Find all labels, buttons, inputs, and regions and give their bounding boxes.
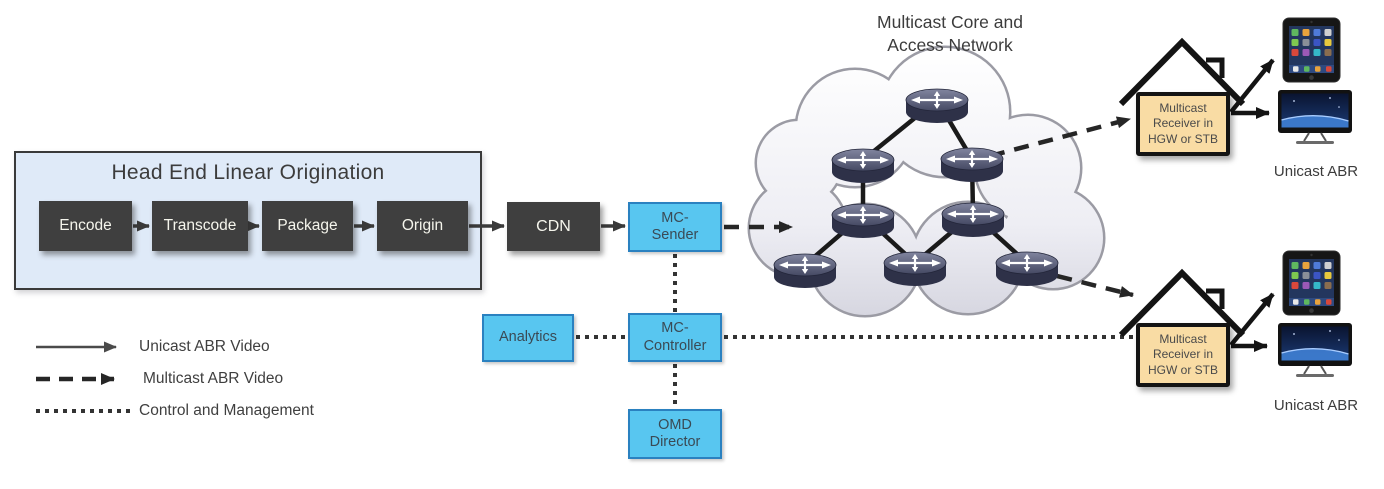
cloud-label: Multicast Core and Access Network	[877, 11, 1023, 55]
multicast-receiver-box: Multicast Receiver in HGW or STB	[1136, 323, 1230, 387]
legend-label-multicast: Multicast ABR Video	[143, 370, 284, 387]
stage-box-package: Package	[262, 201, 353, 251]
unicast-abr-label: Unicast ABR	[1273, 162, 1359, 180]
tv-icon	[1277, 322, 1353, 378]
stage-box-encode: Encode	[39, 201, 132, 251]
stage-box-transcode: Transcode	[152, 201, 248, 251]
arrow-house1-tablet	[1229, 58, 1275, 114]
router-icon	[994, 250, 1060, 288]
multicast-receiver-box: Multicast Receiver in HGW or STB	[1136, 92, 1230, 156]
router-icon	[939, 146, 1005, 184]
legend-label-unicast: Unicast ABR Video	[139, 338, 270, 355]
router-icon	[904, 87, 970, 125]
unicast-abr-label: Unicast ABR	[1273, 396, 1359, 414]
tv-icon	[1277, 89, 1353, 145]
omd-director-box: OMD Director	[628, 409, 722, 459]
tablet-icon	[1282, 250, 1341, 316]
mc-sender-box: MC- Sender	[628, 202, 722, 252]
router-icon	[772, 252, 838, 290]
mc-controller-box: MC- Controller	[628, 313, 722, 362]
tablet-icon	[1282, 17, 1341, 83]
analytics-box: Analytics	[482, 314, 574, 362]
legend-label-control: Control and Management	[139, 402, 314, 419]
stage-box-origin: Origin	[377, 201, 468, 251]
router-icon	[830, 202, 896, 240]
cdn-box: CDN	[507, 202, 600, 251]
arrow-house2-tablet	[1229, 292, 1275, 347]
dashed-arrow-cloud-house2	[1032, 267, 1134, 298]
router-icon	[830, 147, 896, 185]
router-icon	[882, 250, 948, 288]
headend-title: Head End Linear Origination	[111, 161, 385, 184]
router-icon	[940, 201, 1006, 239]
